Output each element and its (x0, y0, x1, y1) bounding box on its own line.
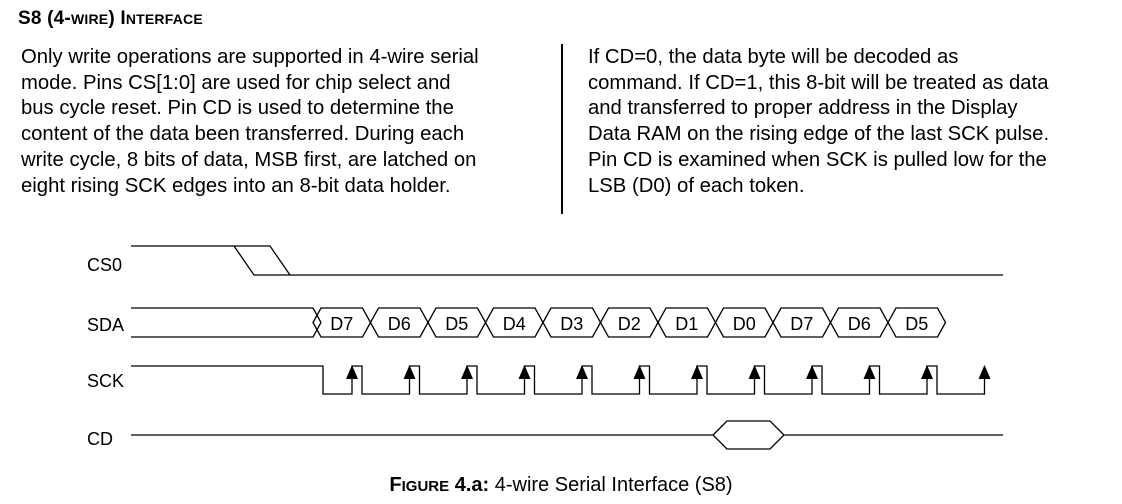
sda-bit-label: D0 (733, 314, 756, 334)
sck-rising-edge-arrow (921, 365, 933, 379)
signal-label: SDA (87, 315, 124, 335)
text-line: eight rising SCK edges into an 8-bit dat… (21, 174, 451, 197)
figure-caption: FIGURE 4.a: 4-wire Serial Interface (S8) (0, 474, 1122, 497)
sck-rising-edge-arrow (633, 365, 646, 379)
sck-rising-edge-arrow (978, 365, 991, 379)
heading-part: S8 (4- (18, 8, 71, 29)
text-line: write cycle, 8 bits of data, MSB first, … (21, 148, 477, 171)
section-heading: S8 (4-WIRE) INTERFACE (18, 8, 203, 30)
sda-bit-label: D7 (330, 314, 353, 334)
text-line: mode. Pins CS[1:0] are used for chip sel… (21, 71, 451, 94)
text-line: LSB (D0) of each token. (588, 174, 805, 197)
text-line: content of the data been transferred. Du… (21, 123, 465, 146)
sck-rising-edge-arrow (748, 365, 761, 379)
sck-rising-edge-arrow (863, 365, 876, 379)
cs0-transition (234, 245, 291, 276)
sck-rising-edge-arrow (691, 365, 703, 379)
text-line: bus cycle reset. Pin CD is used to deter… (21, 97, 454, 120)
heading-part: ) I (108, 8, 126, 29)
sda-bit-label: D4 (503, 314, 526, 334)
sda-bit-label: D3 (560, 314, 583, 334)
cd-valid-window (712, 420, 785, 450)
text-line: Only write operations are supported in 4… (21, 46, 479, 68)
sda-bit-label: D1 (675, 314, 698, 334)
text-line: Data RAM on the rising edge of the last … (588, 123, 1050, 146)
cs0-waveform (131, 245, 1003, 276)
sda-idle (131, 307, 322, 338)
sda-bit-label: D5 (445, 314, 468, 334)
sda-bit-label: D6 (848, 314, 871, 334)
heading-part: WIRE (70, 11, 109, 27)
sck-rising-edge-arrow (346, 365, 358, 379)
sda-bit-label: D2 (618, 314, 641, 334)
text-line: and transferred to proper address in the… (588, 97, 1018, 120)
sda-bit-label: D5 (905, 314, 928, 334)
caption-part: F (389, 474, 402, 496)
caption-part: 4.a: (449, 474, 490, 496)
sck-rising-edge-arrow (403, 365, 416, 379)
left-text-column: Only write operations are supported in 4… (21, 45, 479, 199)
sck-rising-edge-arrow (576, 365, 588, 379)
signal-label: SCK (87, 371, 124, 391)
text-line: If CD=0, the data byte will be decoded a… (588, 46, 959, 68)
heading-part: NTERFACE (125, 11, 203, 27)
sda-data-cell (887, 307, 947, 338)
sck-rising-edge-arrow (806, 365, 818, 379)
sda-bit-label: D7 (790, 314, 813, 334)
signal-label: CS0 (87, 255, 122, 275)
caption-part: IGURE (401, 478, 450, 495)
sck-rising-edge-arrow (518, 365, 531, 379)
column-divider (561, 44, 563, 214)
sck-rising-edge-arrow (461, 365, 473, 379)
caption-part: 4-wire Serial Interface (S8) (489, 474, 733, 496)
text-line: command. If CD=1, this 8-bit will be tre… (588, 71, 1049, 94)
signal-label: CD (87, 429, 113, 449)
right-text-column: If CD=0, the data byte will be decoded a… (588, 45, 1049, 199)
text-line: Pin CD is examined when SCK is pulled lo… (588, 148, 1047, 171)
sck-waveform (131, 365, 986, 395)
sda-bit-label: D6 (388, 314, 411, 334)
